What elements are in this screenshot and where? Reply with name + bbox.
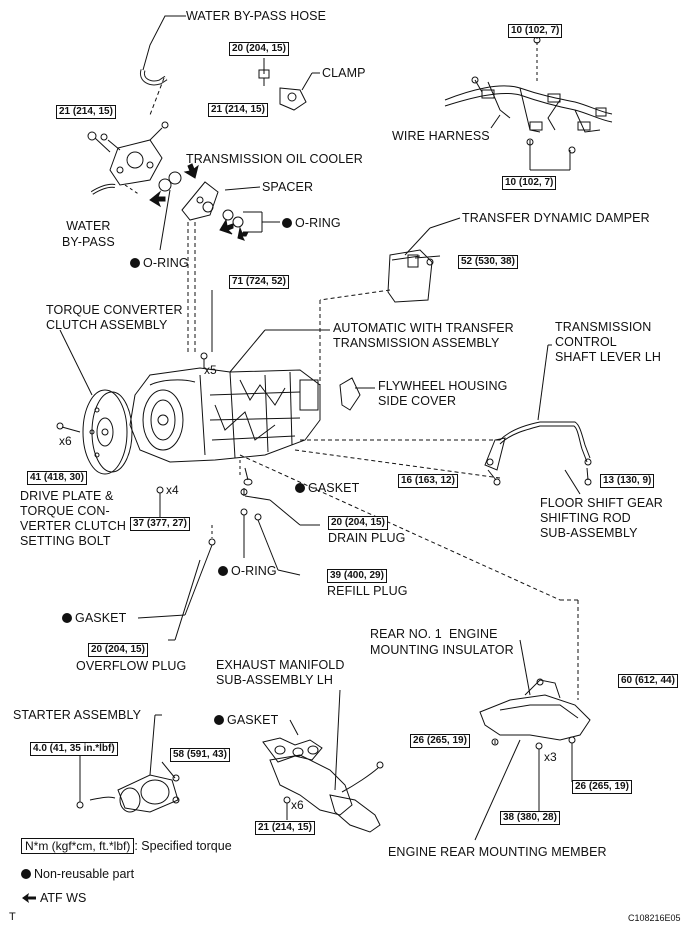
torque-case: 71 (724, 52) xyxy=(229,275,289,289)
torque-insulator: 60 (612, 44) xyxy=(618,674,678,688)
non-reusable-dot-icon xyxy=(214,715,224,725)
non-reusable-dot-icon xyxy=(21,869,31,879)
non-reusable-dot-icon xyxy=(130,258,140,268)
torque-member-left: 26 (265, 19) xyxy=(410,734,470,748)
torque-drain: 20 (204, 15) xyxy=(328,516,388,530)
label-gasket-left: GASKET xyxy=(62,611,126,625)
water-bypass-hose-drawing xyxy=(139,15,186,116)
rear-mount-drawing xyxy=(474,639,591,841)
wire-harness-drawing xyxy=(444,30,613,171)
multiplier-x3: x3 xyxy=(544,750,557,764)
label-transfer-dynamic-damper: TRANSFER DYNAMIC DAMPER xyxy=(462,211,650,225)
label-torque-converter: TORQUE CONVERTER CLUTCH ASSEMBLY xyxy=(46,303,183,332)
legend-non-reusable: Non-reusable part xyxy=(21,867,134,882)
label-overflow-plug: OVERFLOW PLUG xyxy=(76,659,187,673)
label-refill-plug: REFILL PLUG xyxy=(327,584,408,598)
label-o-ring-right: O-RING xyxy=(282,216,341,230)
label-spacer: SPACER xyxy=(262,180,314,194)
torque-rod-right: 13 (130, 9) xyxy=(600,474,655,488)
label-drive-plate: DRIVE PLATE & TORQUE CON- VERTER CLUTCH … xyxy=(20,489,126,548)
torque-starter-right: 58 (591, 43) xyxy=(170,748,230,762)
spacer-drawing xyxy=(159,181,280,355)
non-reusable-dot-icon xyxy=(62,613,72,623)
shift-rod-drawing xyxy=(484,344,592,495)
label-gasket-manifold: GASKET xyxy=(214,713,278,727)
clamp-drawing xyxy=(258,58,320,111)
torque-overflow: 20 (204, 15) xyxy=(88,643,148,657)
atf-arrow-icon xyxy=(22,893,36,903)
label-flywheel-cover: FLYWHEEL HOUSING SIDE COVER xyxy=(378,379,508,408)
non-reusable-dot-icon xyxy=(282,218,292,228)
oil-cooler-drawing xyxy=(87,121,182,196)
label-o-ring-bottom: O-RING xyxy=(218,564,277,578)
label-wire-harness: WIRE HARNESS xyxy=(392,129,490,143)
torque-harness-bottom: 10 (102, 7) xyxy=(502,176,557,190)
torque-drive-plate: 41 (418, 30) xyxy=(27,471,87,485)
legend-torque-box: N*m (kgf*cm, ft.*lbf) xyxy=(21,838,135,854)
label-automatic-transmission: AUTOMATIC WITH TRANSFER TRANSMISSION ASS… xyxy=(333,321,514,350)
legend-specified-torque: N*m (kgf*cm, ft.*lbf): Specified torque xyxy=(21,838,232,854)
multiplier-x5: x5 xyxy=(204,363,217,377)
torque-member-right: 26 (265, 19) xyxy=(572,780,632,794)
label-water-bypass: WATER BY-PASS xyxy=(62,219,115,249)
multiplier-x4: x4 xyxy=(166,483,179,497)
label-starter-assembly: STARTER ASSEMBLY xyxy=(13,708,142,722)
torque-refill: 39 (400, 29) xyxy=(327,569,387,583)
label-engine-rear-member: ENGINE REAR MOUNTING MEMBER xyxy=(388,845,607,859)
o-ring-text-right: O-RING xyxy=(295,216,341,230)
torque-harness-top: 10 (102, 7) xyxy=(508,24,563,38)
label-exhaust-manifold: EXHAUST MANIFOLD SUB-ASSEMBLY LH xyxy=(216,658,345,687)
torque-clamp: 20 (204, 15) xyxy=(229,42,289,56)
non-reusable-dot-icon xyxy=(218,566,228,576)
multiplier-x6-manifold: x6 xyxy=(291,798,304,812)
o-ring-text-bottom: O-RING xyxy=(231,564,277,578)
label-transmission-oil-cooler: TRANSMISSION OIL COOLER xyxy=(186,152,363,166)
flywheel-cover-drawing xyxy=(339,377,375,411)
case-bolt-drawing xyxy=(200,290,213,368)
label-drain-plug: DRAIN PLUG xyxy=(328,531,406,545)
label-gasket-top: GASKET xyxy=(295,481,359,495)
multiplier-x6-drive-plate: x6 xyxy=(59,434,72,448)
non-reusable-dot-icon xyxy=(295,483,305,493)
legend-atf-text: ATF WS xyxy=(40,891,87,905)
torque-damper: 52 (530, 38) xyxy=(458,255,518,269)
gasket-text-manifold: GASKET xyxy=(227,713,279,727)
exhaust-manifold-drawing xyxy=(262,689,384,833)
gasket-text-top: GASKET xyxy=(308,481,360,495)
o-ring-text-left: O-RING xyxy=(143,256,189,270)
torque-rod-left: 16 (163, 12) xyxy=(398,474,458,488)
legend-atf: ATF WS xyxy=(21,891,86,906)
label-o-ring-left: O-RING xyxy=(130,256,189,270)
starter-drawing xyxy=(76,714,180,813)
torque-starter-left: 4.0 (41, 35 in.*lbf) xyxy=(30,742,118,756)
torque-cooler-left: 21 (214, 15) xyxy=(56,105,116,119)
legend-non-reusable-text: Non-reusable part xyxy=(34,867,135,881)
torque-converter-drawing xyxy=(56,329,133,475)
label-floor-shift-rod: FLOOR SHIFT GEAR SHIFTING ROD SUB-ASSEMB… xyxy=(540,496,663,540)
torque-flywheel-cover: 37 (377, 27) xyxy=(130,517,190,531)
label-water-bypass-hose: WATER BY-PASS HOSE xyxy=(186,9,327,23)
torque-cooler-right: 21 (214, 15) xyxy=(208,103,268,117)
torque-member-bottom: 38 (380, 28) xyxy=(500,811,560,825)
transmission-drawing xyxy=(129,329,579,700)
legend-torque-text: : Specified torque xyxy=(134,839,232,853)
corner-mark-t: T xyxy=(9,911,16,923)
label-clamp: CLAMP xyxy=(322,66,366,80)
label-rear-insulator: REAR NO. 1 ENGINE MOUNTING INSULATOR xyxy=(370,627,514,657)
figure-code: C108216E05 xyxy=(628,913,681,923)
atf-arrows xyxy=(149,163,249,241)
gasket-text-left: GASKET xyxy=(75,611,127,625)
torque-manifold: 21 (214, 15) xyxy=(255,821,315,835)
plug-bolts-drawing xyxy=(137,467,320,641)
label-transmission-control-lever: TRANSMISSION CONTROL SHAFT LEVER LH xyxy=(555,320,662,364)
